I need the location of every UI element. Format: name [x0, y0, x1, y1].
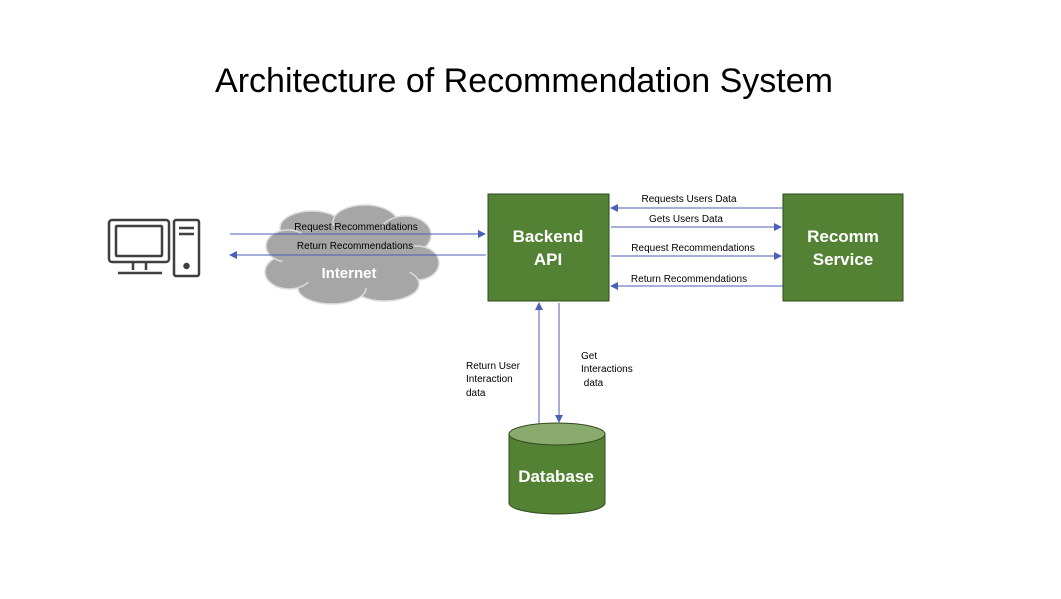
database-node: Database: [508, 422, 606, 515]
label-get-interactions-1: Get: [581, 351, 597, 362]
database-label: Database: [518, 467, 594, 486]
label-return-recommendations-client: Return Recommendations: [297, 241, 413, 252]
label-get-interactions-2: Interactions: [581, 364, 633, 375]
label-get-interactions-3: data: [581, 378, 604, 389]
internet-label: Internet: [321, 265, 376, 282]
label-return-recommendations-service: Return Recommendations: [631, 274, 747, 285]
backend-label-line2: API: [534, 250, 562, 269]
label-return-user-interaction-3: data: [466, 388, 486, 399]
label-request-recommendations-client: Request Recommendations: [294, 222, 417, 233]
label-return-user-interaction-2: Interaction: [466, 374, 513, 385]
label-return-user-interaction-1: Return User: [466, 361, 521, 372]
backend-api-node: Backend API: [487, 193, 610, 302]
recomm-service-node: Recomm Service: [782, 193, 904, 302]
label-gets-users-data: Gets Users Data: [649, 214, 723, 225]
label-request-recommendations-service: Request Recommendations: [631, 243, 754, 254]
label-requests-users-data: Requests Users Data: [641, 194, 736, 205]
page-title: Architecture of Recommendation System: [215, 62, 833, 100]
computer-icon: [107, 218, 201, 278]
recomm-label-line2: Service: [813, 250, 874, 269]
backend-label-line1: Backend: [513, 227, 584, 246]
recomm-label-line1: Recomm: [807, 227, 879, 246]
